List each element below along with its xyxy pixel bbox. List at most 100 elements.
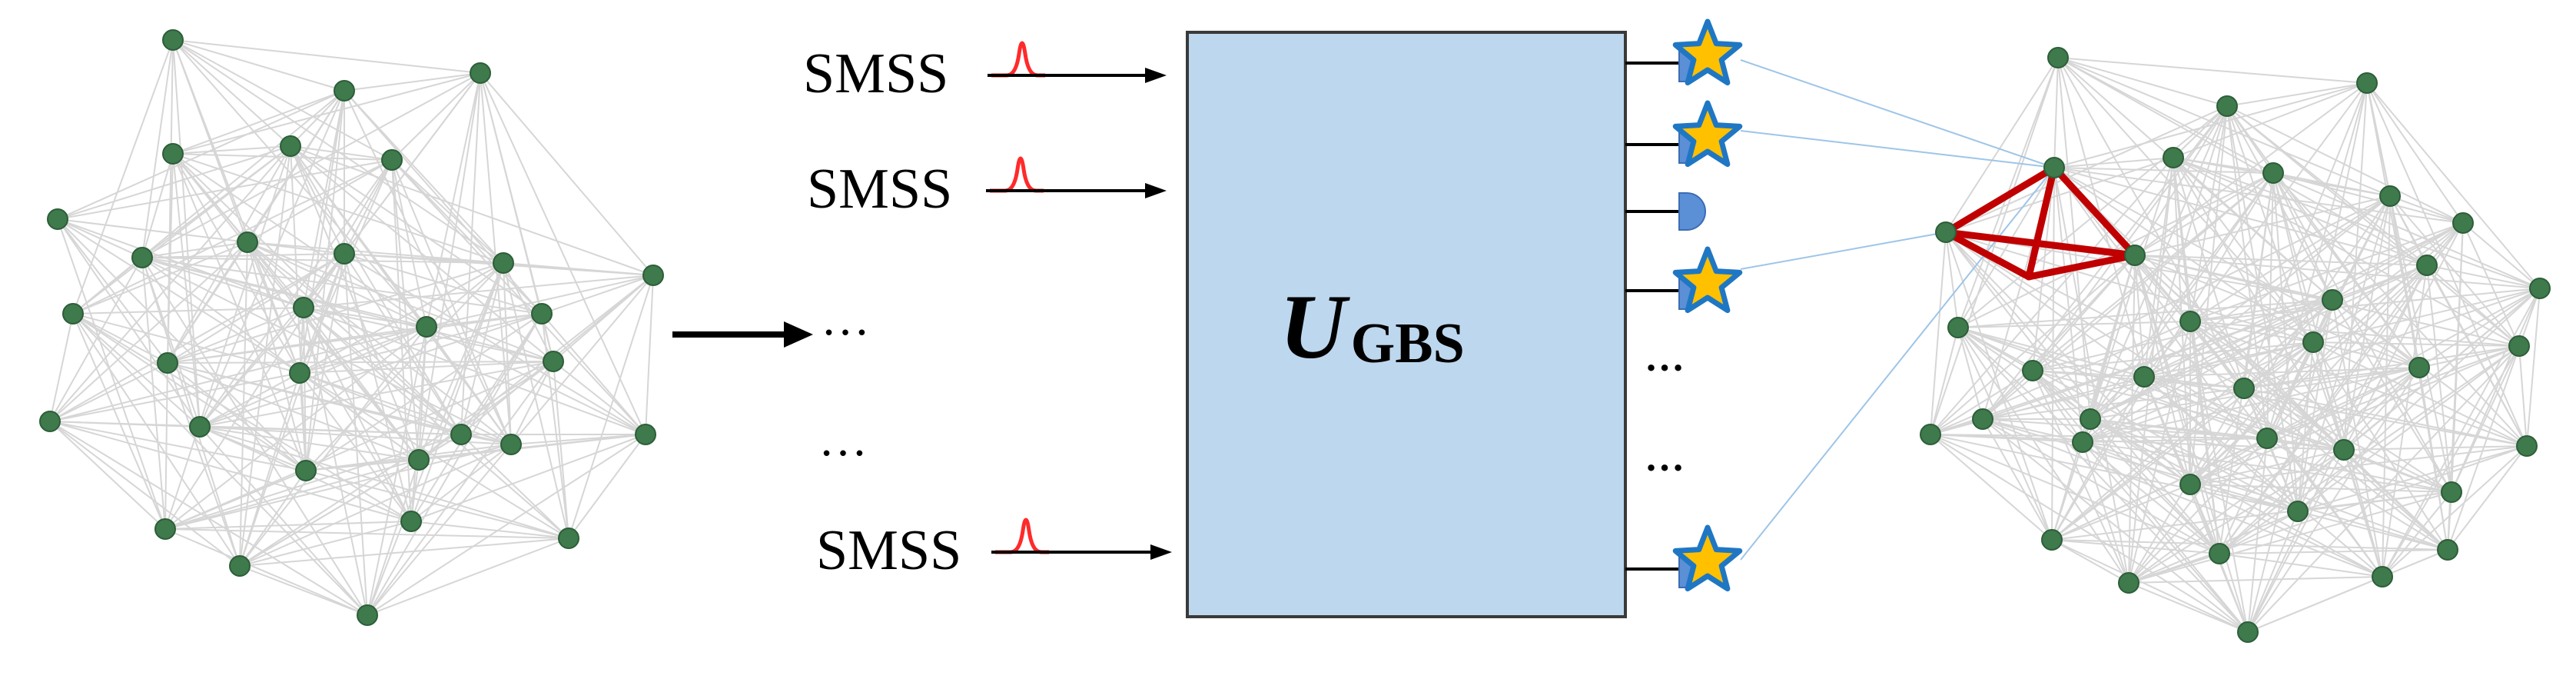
graph-edge — [2343, 449, 2452, 493]
graph-edge — [290, 90, 345, 147]
graph-edge — [305, 313, 543, 471]
graph-node — [2408, 357, 2430, 378]
graph-edge — [2053, 167, 2464, 224]
graph-edge — [299, 372, 307, 471]
graph-edge — [141, 257, 166, 530]
graph-node — [400, 511, 422, 532]
graph-edge — [503, 262, 512, 445]
graph-edge — [1957, 327, 2053, 541]
graph-edge — [2266, 438, 2299, 512]
graph-edge — [2032, 195, 2391, 371]
graph-edge — [2128, 438, 2268, 584]
graph-edge — [57, 218, 143, 258]
graph-edge — [199, 159, 393, 428]
graph-edge — [1957, 321, 2191, 328]
graph-edge — [72, 313, 241, 567]
graph-edge — [2418, 288, 2541, 368]
graph-edge — [290, 145, 554, 362]
graph-edge — [2143, 265, 2428, 378]
graph-node — [2529, 278, 2551, 299]
graph-edge — [164, 528, 569, 539]
graph-edge — [72, 313, 368, 616]
detector-link — [1740, 231, 1947, 270]
graph-edge — [167, 361, 554, 364]
graph-edge — [426, 313, 543, 328]
output-dots-2: … — [1645, 436, 1685, 480]
graph-node — [1947, 317, 1969, 338]
graph-edge — [303, 307, 646, 435]
graph-edge — [2128, 553, 2220, 584]
graph-edge — [2343, 445, 2528, 451]
graph-edge — [2266, 345, 2520, 439]
graph-edge — [2090, 367, 2420, 420]
graph-edge — [503, 262, 569, 539]
graph-edge — [391, 159, 646, 435]
graph-edge — [164, 444, 512, 530]
graph-edge — [2051, 484, 2191, 541]
graph-edge — [164, 326, 427, 530]
graph-edge — [2053, 57, 2059, 168]
graph-node — [162, 29, 184, 51]
graph-edge — [2272, 172, 2333, 301]
graph-edge — [72, 313, 412, 522]
graph-node — [47, 208, 68, 230]
graph-edge — [172, 90, 345, 155]
graph-edge — [2189, 484, 2452, 493]
smss-label-1: SMSS — [803, 42, 948, 105]
graph-node — [2416, 255, 2438, 276]
graph-edge — [2051, 376, 2145, 541]
graph-node — [2356, 72, 2378, 94]
graph-edge — [172, 72, 481, 155]
graph-edge — [2057, 57, 2228, 107]
graph-edge — [141, 257, 543, 315]
graph-edge — [391, 72, 481, 161]
graph-edge — [2143, 376, 2268, 439]
graph-node — [154, 518, 176, 540]
graph-edge — [2272, 172, 2391, 197]
graph-edge — [1930, 434, 2345, 451]
graph-edge — [2134, 255, 2145, 378]
graph-edge — [299, 361, 554, 374]
graph-edge — [1957, 327, 2083, 443]
graph-edge — [2134, 255, 2541, 289]
graph-node — [381, 149, 403, 171]
detector-link — [1740, 59, 2055, 168]
graph-to-input-arrow — [672, 321, 813, 348]
graph-edge — [49, 313, 74, 422]
graph-edge — [1945, 231, 2314, 343]
graph-node — [2179, 474, 2201, 495]
graph-node — [2262, 162, 2284, 184]
graph-edge — [290, 145, 393, 161]
graph-edge — [239, 372, 300, 567]
graph-node — [2233, 378, 2255, 399]
subgraph-edge — [2025, 164, 2058, 281]
gaussian-pulse-icon — [990, 156, 1044, 193]
graph-edge — [239, 241, 248, 567]
graph-edge — [141, 257, 304, 308]
graph-edge — [49, 257, 143, 422]
graph-edge — [2366, 82, 2464, 224]
graph-node — [357, 604, 378, 626]
detector-to-graph-links — [1740, 59, 2055, 561]
graph-edge — [2247, 367, 2420, 633]
graph-node — [2163, 147, 2184, 168]
detected-subgraph — [1942, 164, 2139, 281]
graph-edge — [299, 326, 427, 374]
graph-edge — [1957, 327, 2145, 378]
graph-edge — [1930, 255, 2136, 435]
graph-edge — [1982, 418, 2083, 443]
right-graph-edges — [1930, 57, 2541, 633]
graph-edge — [199, 426, 569, 539]
graph-edge — [460, 262, 504, 435]
graph-edge — [2247, 438, 2268, 633]
graph-edge — [541, 275, 654, 315]
subgraph-edge — [1942, 164, 2058, 236]
graph-edge — [2272, 172, 2464, 224]
graph-edge — [2451, 288, 2541, 493]
graph-edge — [2266, 438, 2345, 451]
graph-edge — [2189, 321, 2520, 347]
graph-edge — [199, 90, 345, 428]
graph-edge — [199, 426, 420, 461]
gbs-interferometer-box: UGBS — [1186, 31, 1627, 618]
graph-edge — [2219, 549, 2448, 554]
